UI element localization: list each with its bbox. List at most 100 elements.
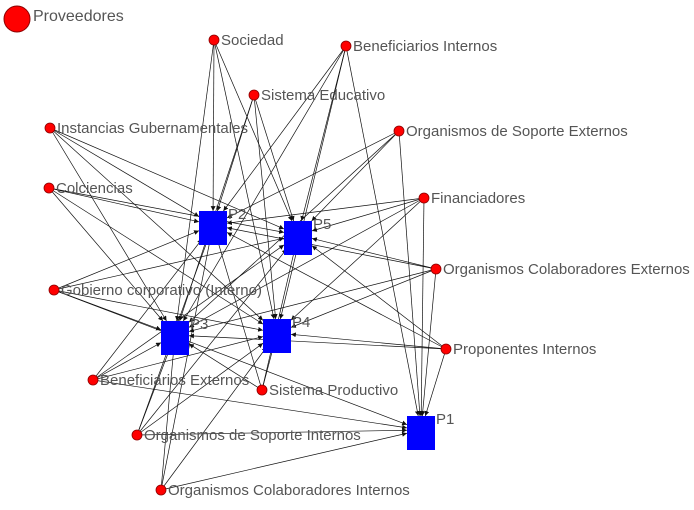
project-label: P4 (292, 314, 310, 331)
edge-org_col_ext-P2 (226, 226, 437, 270)
project-node-P4[interactable]: P4 (263, 314, 310, 353)
edge-benef_ext-P5 (92, 244, 285, 381)
edge-proponentes-P5 (311, 245, 447, 350)
project-node-P5[interactable]: P5 (284, 216, 331, 255)
actor-label: Beneficiarios Internos (353, 38, 497, 55)
actor-label: Sistema Educativo (261, 87, 385, 104)
edge-org_col_ext-P3 (188, 268, 437, 333)
actor-node-org_col_ext[interactable]: Organismos Colaboradores Externos (430, 261, 690, 278)
actor-node-org_col_int[interactable]: Organismos Colaboradores Internos (155, 482, 410, 499)
actor-node-proponentes[interactable]: Proponentes Internos (440, 341, 596, 358)
edge-org_col_ext-P4 (290, 268, 437, 328)
actor-dot (430, 263, 442, 275)
edge-sis_prod-P3 (188, 343, 263, 391)
actor-node-colciencias[interactable]: Colciencias (43, 180, 133, 197)
project-node-P2[interactable]: P2 (199, 206, 246, 245)
actor-label: Organismos Colaboradores Internos (168, 482, 410, 499)
edge-colciencias-P5 (48, 187, 285, 234)
actor-label: Sistema Productivo (269, 382, 398, 399)
edge-org_sop_ext-P1 (398, 130, 423, 417)
edge-org_sop_ext-P2 (226, 130, 400, 219)
project-square (199, 211, 227, 245)
actor-dot (48, 284, 60, 296)
edge-sis_prod-P2 (216, 238, 263, 391)
edge-inst_gub-P5 (49, 127, 285, 230)
actor-node-org_sop_ext[interactable]: Organismos de Soporte Externos (393, 123, 628, 140)
edge-org_sop_int-P1 (136, 427, 408, 436)
edge-benef_ext-P3 (92, 342, 162, 381)
edge-benef_int-P3 (182, 45, 347, 322)
project-label: P3 (190, 316, 208, 333)
actor-dot (155, 484, 167, 496)
project-label: P1 (436, 411, 454, 428)
actor-node-sociedad[interactable]: Sociedad (208, 32, 284, 49)
actor-node-benef_int[interactable]: Beneficiarios Internos (340, 38, 497, 55)
edge-benef_int-P1 (345, 45, 420, 417)
edge-sis_edu-P5 (253, 94, 295, 222)
actor-label: Beneficiarios Externos (100, 372, 249, 389)
actor-dot (418, 192, 430, 204)
edge-colciencias-P2 (48, 187, 200, 224)
edge-org_col_ext-P1 (420, 268, 437, 417)
actor-node-benef_ext[interactable]: Beneficiarios Externos (87, 372, 249, 389)
edge-financiadores-P2 (226, 197, 425, 226)
actor-label: Instancias Gubernamentales (57, 120, 248, 137)
project-square (407, 416, 435, 450)
edge-benef_int-P5 (300, 45, 347, 222)
actor-dot (87, 374, 99, 386)
project-node-P3[interactable]: P3 (161, 316, 208, 355)
edge-proponentes-P4 (290, 332, 447, 350)
actor-node-financiadores[interactable]: Financiadores (418, 190, 525, 207)
edge-org_sop_int-P3 (136, 348, 171, 436)
edge-org_col_int-P1 (160, 431, 408, 491)
edge-org_sop_int-P4 (136, 342, 264, 436)
project-square (284, 221, 312, 255)
edge-benef_ext-P4 (92, 335, 264, 381)
actor-label: Gobierno corporativo (Interno) (61, 282, 262, 299)
actor-node-gob_corp[interactable]: Gobierno corporativo (Interno) (48, 282, 262, 299)
edge-sociedad-P5 (213, 39, 293, 222)
edge-benef_int-P2 (223, 45, 347, 212)
edge-inst_gub-P4 (49, 127, 264, 321)
edge-financiadores-P5 (311, 197, 425, 232)
actor-label: Organismos Colaboradores Externos (443, 261, 690, 278)
edge-org_col_int-P3 (160, 348, 176, 491)
edge-sis_prod-P4 (261, 346, 275, 391)
edge-sociedad-P4 (213, 39, 276, 320)
project-label: P2 (228, 206, 246, 223)
actor-label: Organismos de Soporte Internos (144, 427, 361, 444)
actor-dot (248, 89, 260, 101)
edge-org_col_int-P2 (160, 238, 212, 491)
edge-colciencias-P4 (48, 187, 264, 325)
edge-benef_ext-P2 (92, 238, 203, 381)
actor-dot (208, 34, 220, 46)
edge-proponentes-P2 (226, 232, 447, 350)
actor-node-sis_prod[interactable]: Sistema Productivo (256, 382, 398, 399)
project-node-P1[interactable]: P1 (407, 411, 454, 450)
edge-sociedad-P2 (210, 39, 216, 212)
edge-proponentes-P1 (424, 348, 447, 417)
actor-dot (256, 384, 268, 396)
edge-gob_corp-P4 (53, 289, 264, 332)
edge-org_sop_ext-P5 (311, 130, 400, 222)
edge-org_col_int-P4 (160, 346, 267, 491)
edge-org_col_ext-P5 (311, 237, 437, 270)
actor-dot (393, 125, 405, 137)
edge-benef_int-P4 (279, 45, 347, 320)
actor-label: Proponentes Internos (453, 341, 596, 358)
edge-gob_corp-P5 (53, 236, 285, 291)
edge-inst_gub-P2 (49, 127, 200, 217)
edge-inst_gub-P3 (49, 127, 167, 322)
actor-dot (440, 343, 452, 355)
project-square (263, 319, 291, 353)
actor-label: Sociedad (221, 32, 284, 49)
edge-org_sop_int-P5 (136, 248, 288, 436)
edges-layer (48, 39, 447, 491)
legend: Proveedores (3, 5, 124, 33)
actor-node-sis_edu[interactable]: Sistema Educativo (248, 87, 385, 104)
edge-colciencias-P3 (48, 187, 164, 322)
actor-dot (340, 40, 352, 52)
actor-node-org_sop_int[interactable]: Organismos de Soporte Internos (131, 427, 361, 444)
actor-node-inst_gub[interactable]: Instancias Gubernamentales (44, 120, 248, 137)
